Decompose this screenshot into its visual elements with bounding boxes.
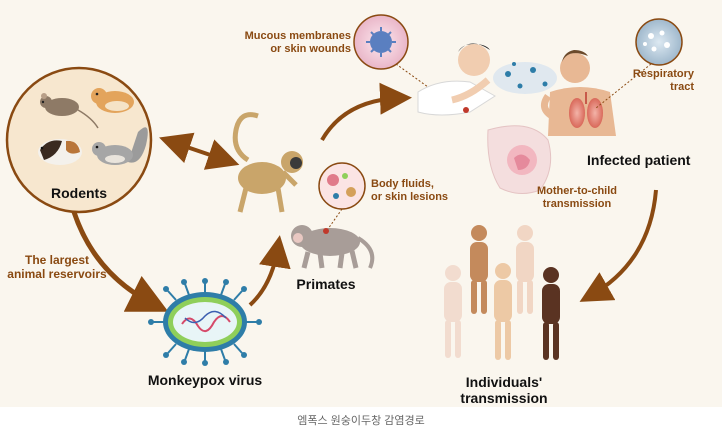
pregnant-figure-icon <box>487 125 552 194</box>
respiratory-label-line2: tract <box>670 80 694 93</box>
primates-label: Primates <box>296 276 356 292</box>
reservoirs-label-line1: The largest <box>24 253 90 267</box>
mother-child-label-line1: Mother-to-child <box>536 185 618 197</box>
arrow-virus-primates <box>248 235 291 307</box>
coughing-person-icon <box>417 43 496 116</box>
individuals-group-icon <box>444 225 560 360</box>
reservoirs-label-line2: animal reservoirs <box>7 266 107 281</box>
mucous-label-line1: Mucous membranes <box>244 30 351 42</box>
mucous-label: Mucous membranes or skin wounds <box>224 30 351 55</box>
primate-icon <box>291 225 375 269</box>
body-fluids-label-line2: or skin lesions <box>371 190 449 203</box>
infected-patient-label: Infected patient <box>587 152 691 168</box>
respiratory-label-line1: Respiratory <box>632 68 694 80</box>
person-figure-3 <box>444 265 462 358</box>
person-figure-5 <box>542 267 560 360</box>
body-fluids-label: Body fluids, or skin lesions <box>371 178 448 203</box>
figure-caption: 엠폭스 원숭이두창 감염경로 <box>297 415 425 427</box>
squirrel-icon <box>92 127 148 165</box>
person-figure-1 <box>470 225 488 314</box>
arrow-patient-individuals <box>579 189 658 302</box>
reservoirs-label: The largest animal reservoirs <box>0 253 114 282</box>
monkey-icon <box>232 112 303 213</box>
mother-child-label-line2: transmission <box>542 197 612 210</box>
rodents-label: Rodents <box>51 185 107 201</box>
respiratory-inset <box>595 18 683 109</box>
body-fluids-inset <box>318 162 366 230</box>
arrow-primates-humans <box>320 82 412 142</box>
mother-child-label: Mother-to-child transmission <box>524 185 630 210</box>
mucous-label-line2: or skin wounds <box>270 42 351 55</box>
person-figure-4 <box>494 263 512 360</box>
arrow-rodents-primates <box>159 132 240 170</box>
guinea-pig-icon <box>38 139 82 165</box>
arrow-rodents-virus <box>71 211 169 312</box>
person-figure-2 <box>516 225 534 314</box>
individuals-label-line1: Individuals' <box>465 374 543 390</box>
diagram-panel <box>0 0 722 407</box>
monkeypox-virus-label: Monkeypox virus <box>147 372 263 388</box>
mouse-icon <box>40 93 99 129</box>
individuals-label: Individuals' transmission <box>434 374 574 406</box>
transmission-diagram <box>5 14 683 366</box>
individuals-label-line2: transmission <box>460 390 548 407</box>
respiratory-label: Respiratory tract <box>626 68 694 93</box>
aerosol-droplets <box>493 62 557 94</box>
body-fluids-label-line1: Body fluids, <box>371 178 434 190</box>
virus-icon <box>148 278 262 366</box>
hamster-icon <box>91 88 134 113</box>
infected-patient-icon <box>540 50 616 136</box>
